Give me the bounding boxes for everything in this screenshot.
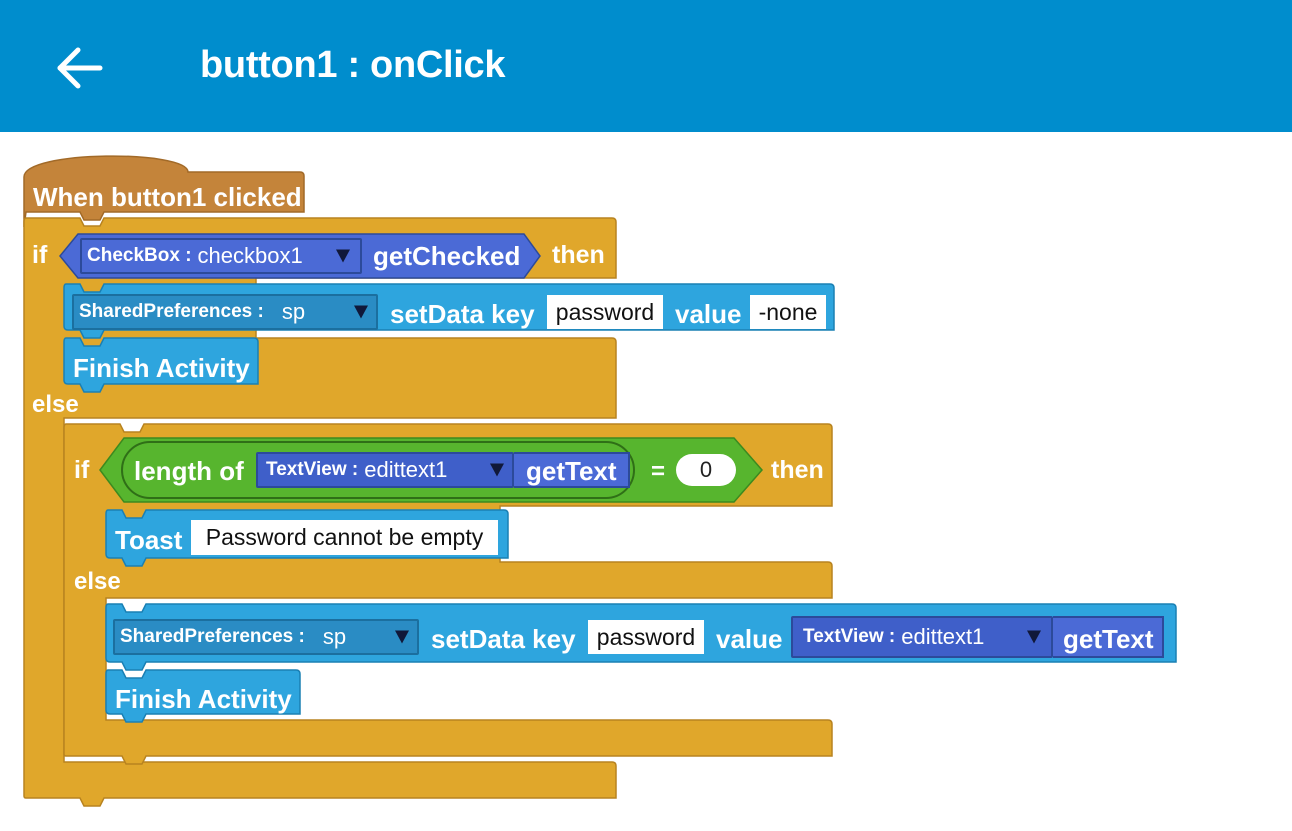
component-value: edittext1 [901,624,985,649]
else-outer-label: else [32,391,79,418]
event-label[interactable]: When button1 clicked [33,182,302,212]
equals-operator: = [651,458,666,485]
compare-value-field[interactable]: 0 [676,454,736,486]
finish-activity-label[interactable]: Finish Activity [115,684,292,714]
toast-label: Toast [115,525,183,555]
component-value: edittext1 [364,457,448,482]
component-class: TextView : [803,626,896,647]
block-workspace[interactable]: When button1 clicked if CheckBox : check… [0,132,1292,831]
arrow-left-icon [57,47,103,89]
event-hat-shape [23,155,305,228]
key-field[interactable]: password [547,295,663,329]
get-checked-label: getChecked [373,241,521,271]
component-value: sp [281,299,306,324]
component-class: CheckBox : [87,245,192,266]
value-label: value [675,299,742,329]
textview-component-selector[interactable]: TextView : edittext1 [791,616,1053,658]
component-value: checkbox1 [197,243,303,268]
component-value: sp [322,624,347,649]
get-text-label: getText [1063,624,1154,654]
triangle-down-icon [395,630,409,644]
toast-text-field[interactable]: Password cannot be empty [191,520,498,555]
finish1-shape [63,337,259,393]
component-class: SharedPreferences : [79,301,264,322]
page-title: button1 : onClick [200,44,506,86]
shared-preferences-selector[interactable]: SharedPreferences : sp [72,294,378,330]
set-data-key-label: setData key [431,624,576,654]
component-class: SharedPreferences : [120,626,305,647]
app-bar: button1 : onClick [0,0,1292,132]
back-button[interactable] [48,36,112,100]
value-label: value [716,624,783,654]
then-outer-label: then [552,241,605,269]
component-class: TextView : [266,459,359,480]
else-inner-label: else [74,568,121,595]
shared-preferences-selector[interactable]: SharedPreferences : sp [113,619,419,655]
triangle-down-icon [1027,630,1041,644]
if-inner-label: if [74,456,90,484]
length-of-label: length of [134,456,244,486]
triangle-down-icon [336,249,350,263]
if-inner-shape [63,423,833,765]
triangle-down-icon [490,463,504,477]
get-text-block [514,452,630,488]
finish-activity-label[interactable]: Finish Activity [73,353,250,383]
key-field[interactable]: password [588,620,704,654]
checkbox-component-selector[interactable]: CheckBox : checkbox1 [80,238,362,274]
set-data-key-label: setData key [390,299,535,329]
get-text-block [1053,616,1164,658]
textview-component-selector[interactable]: TextView : edittext1 [256,452,514,488]
if-outer-label: if [32,241,48,269]
value-field[interactable]: -none [750,295,826,329]
then-inner-label: then [771,456,824,484]
triangle-down-icon [354,305,368,319]
finish2-shape [105,669,301,723]
get-text-label: getText [526,456,617,486]
